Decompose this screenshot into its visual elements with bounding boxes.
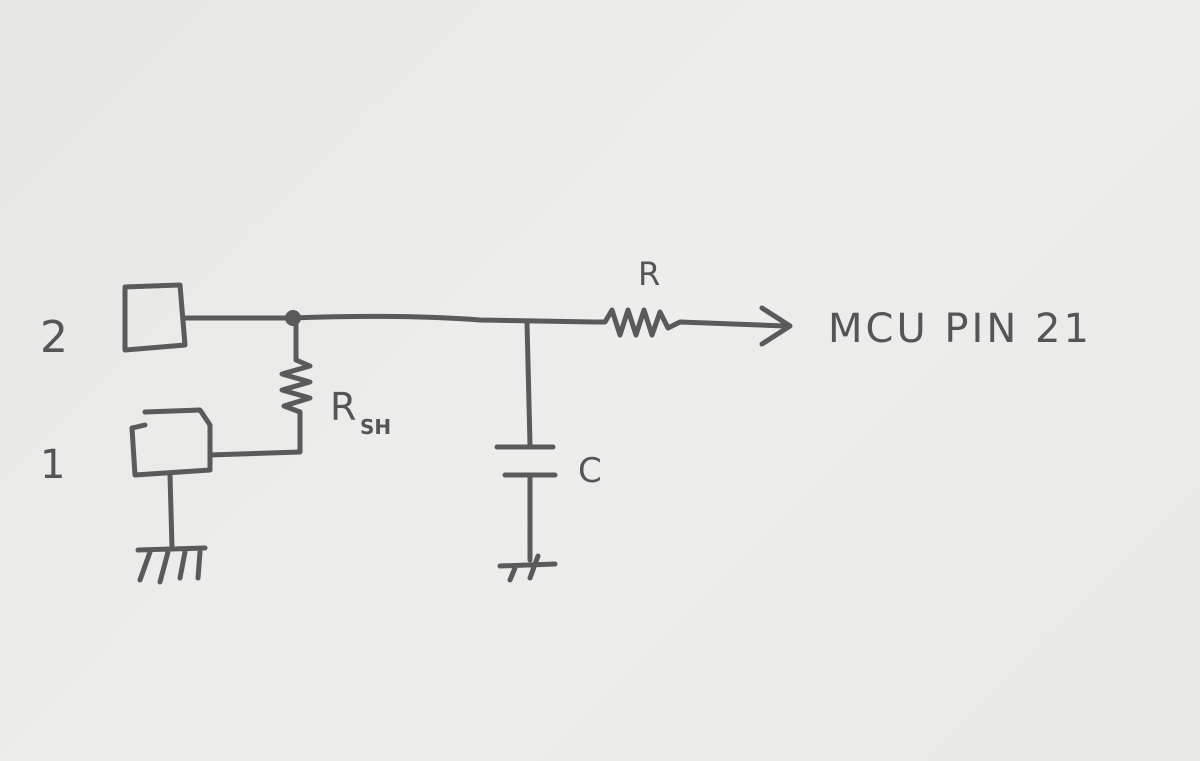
shunt-resistor-subscript: SH	[360, 415, 391, 439]
output-label: MCU PIN 21	[828, 306, 1092, 352]
ground-wire-1	[167, 472, 175, 551]
shunt-resistor-label: R	[330, 385, 356, 429]
capacitor-label: C	[578, 451, 602, 491]
series-resistor	[592, 307, 788, 338]
arrow-icon	[759, 305, 793, 347]
connector-2-box	[122, 282, 188, 353]
junction-dot	[285, 310, 301, 326]
shunt-resistor	[207, 315, 313, 458]
connector-1-label: 1	[40, 442, 65, 488]
connector-2-label: 2	[40, 312, 68, 363]
connector-1-box	[129, 407, 213, 478]
ground-icon	[135, 545, 208, 585]
main-wire	[182, 313, 598, 325]
ground-icon-2	[497, 553, 558, 583]
capacitor-lead-top	[524, 319, 533, 448]
series-resistor-label: R	[638, 255, 660, 293]
